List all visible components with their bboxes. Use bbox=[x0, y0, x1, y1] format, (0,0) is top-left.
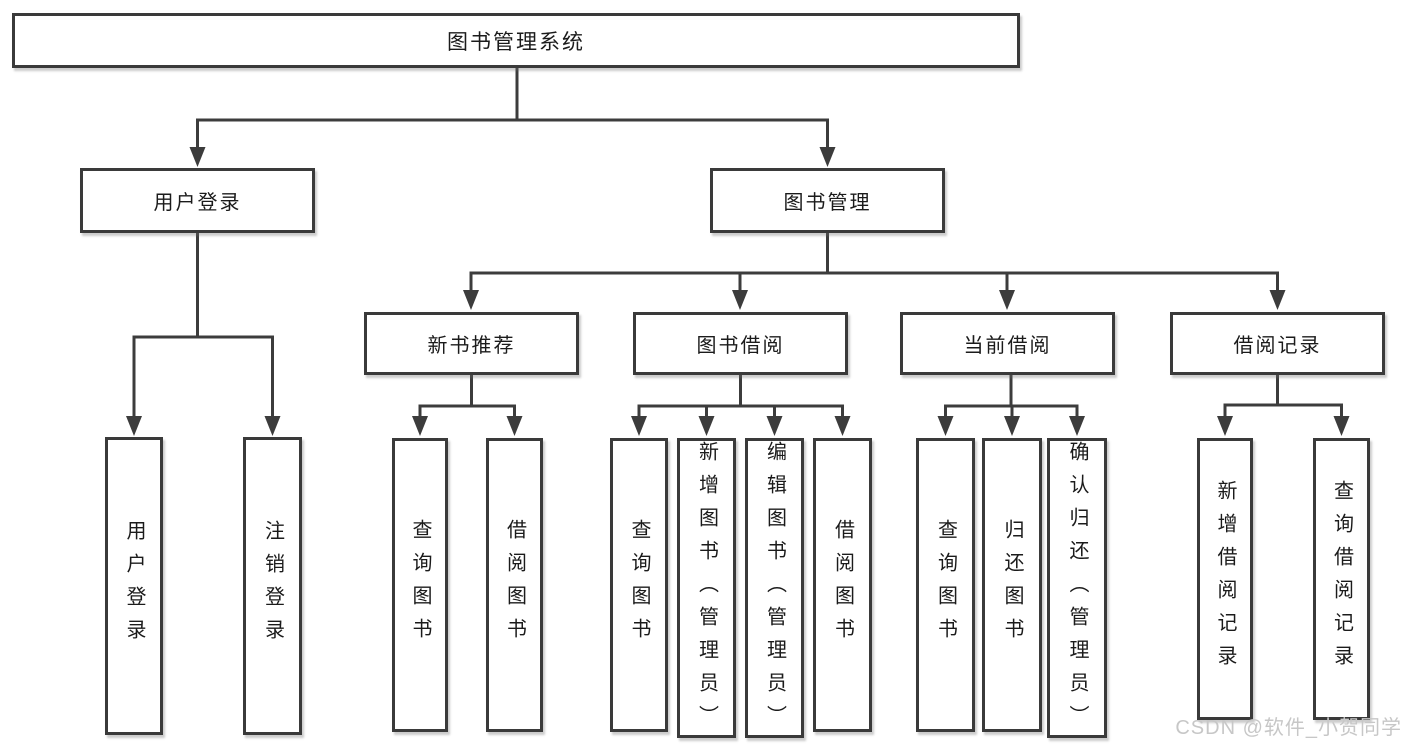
node-user-login-leaf: 用户登录 bbox=[105, 437, 163, 735]
leaf-label: 查询图书 bbox=[628, 519, 650, 651]
node-bb-add-book-admin: 新增图书（管理员） bbox=[677, 438, 736, 738]
node-cb-query-book: 查询图书 bbox=[916, 438, 975, 732]
node-bb-borrow-book: 借阅图书 bbox=[813, 438, 872, 732]
leaf-label: 新增图书（管理员） bbox=[695, 441, 718, 738]
node-library-management-system: 图书管理系统 bbox=[12, 13, 1020, 68]
node-book-borrow: 图书借阅 bbox=[633, 312, 848, 375]
leaf-label: 新增借阅记录 bbox=[1214, 480, 1236, 678]
leaf-label: 用户登录 bbox=[123, 520, 145, 652]
leaf-label: 编辑图书（管理员） bbox=[763, 441, 786, 738]
leaf-label: 查询图书 bbox=[934, 519, 957, 651]
node-cb-return-book: 归还图书 bbox=[982, 438, 1042, 732]
node-bb-query-book: 查询图书 bbox=[610, 438, 668, 732]
node-borrow-records: 借阅记录 bbox=[1170, 312, 1385, 375]
node-br-add-record: 新增借阅记录 bbox=[1197, 438, 1253, 720]
node-cb-confirm-return-admin: 确认归还（管理员） bbox=[1047, 438, 1107, 738]
node-current-borrow: 当前借阅 bbox=[900, 312, 1115, 375]
leaf-label: 确认归还（管理员） bbox=[1066, 441, 1088, 738]
leaf-label: 查询借阅记录 bbox=[1330, 480, 1353, 678]
leaf-label: 借阅图书 bbox=[831, 519, 854, 651]
node-user-login: 用户登录 bbox=[80, 168, 315, 233]
leaf-label: 注销登录 bbox=[261, 520, 284, 652]
leaf-label: 归还图书 bbox=[1001, 519, 1023, 651]
node-book-management: 图书管理 bbox=[710, 168, 945, 233]
node-nbr-borrow-book: 借阅图书 bbox=[486, 438, 543, 732]
leaf-label: 查询图书 bbox=[409, 519, 431, 651]
node-logout-leaf: 注销登录 bbox=[243, 437, 302, 735]
node-new-book-recommend: 新书推荐 bbox=[364, 312, 579, 375]
watermark: CSDN @软件_小贺同学 bbox=[1175, 717, 1402, 739]
node-br-query-record: 查询借阅记录 bbox=[1313, 438, 1370, 720]
node-bb-edit-book-admin: 编辑图书（管理员） bbox=[745, 438, 804, 738]
leaf-label: 借阅图书 bbox=[503, 519, 526, 651]
node-nbr-query-book: 查询图书 bbox=[392, 438, 448, 732]
